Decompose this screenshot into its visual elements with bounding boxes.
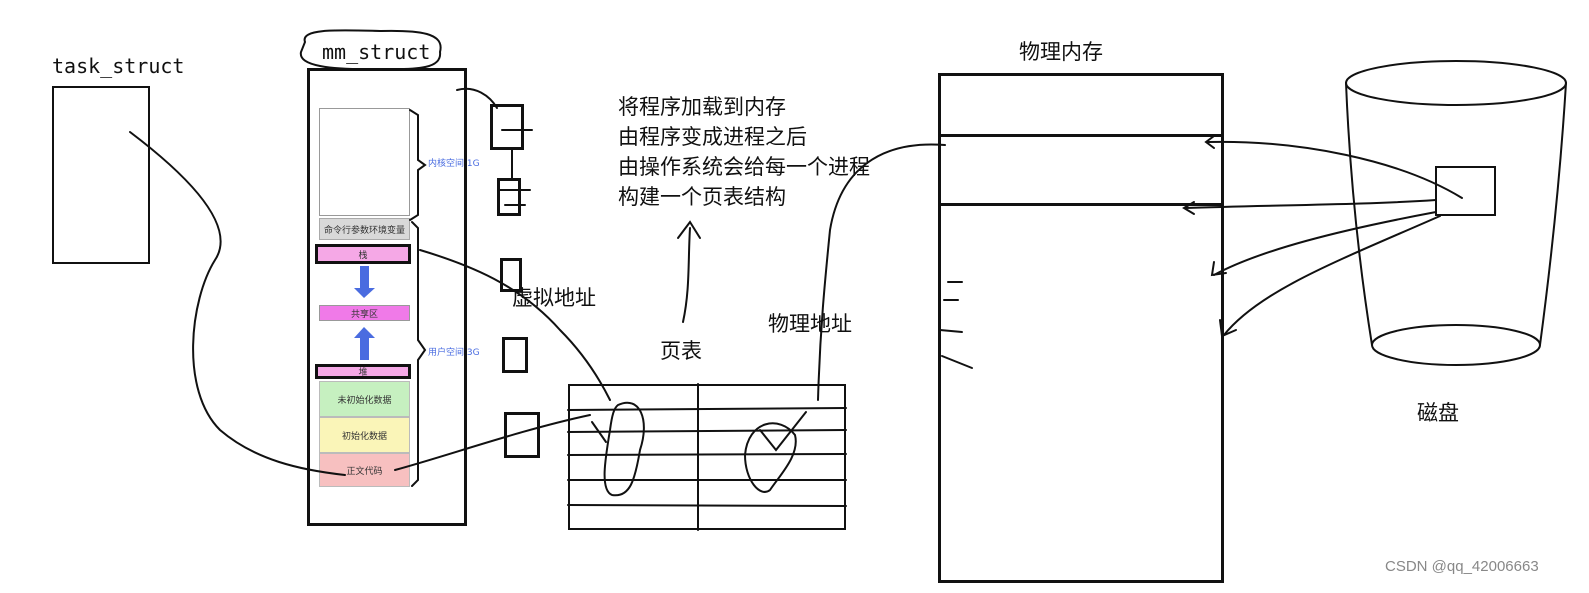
page-table [568,384,846,530]
note-line: 构建一个页表结构 [618,185,786,209]
note-text: 将程序加载到内存 由程序变成进程之后 由操作系统会给每一个进程 构建一个页表结构 [618,92,870,212]
page-box-4 [502,337,528,373]
physical-memory-page [938,134,1224,206]
note-arrow [682,227,691,323]
user-space-label: 用户空间 3G [428,348,480,358]
page-box-2 [497,178,521,216]
kernel-space-label: 内核空间 1G [428,159,480,169]
note-line: 将程序加载到内存 [618,95,786,119]
heap-segment: 堆 [315,364,411,379]
mm-struct-label: mm_struct [322,40,431,64]
page-table-label: 页表 [660,339,702,363]
stack-segment: 栈 [315,244,411,264]
disk-block [1435,166,1496,216]
bss-segment: 未初始化数据 [319,381,410,417]
text-segment: 正文代码 [319,453,410,487]
page-box-1 [490,104,524,150]
task-struct-box [52,86,150,264]
physical-memory-label: 物理内存 [1019,40,1103,64]
kernel-space-segment [319,108,410,216]
note-line: 由操作系统会给每一个进程 [618,155,870,179]
disk-top [1345,60,1567,106]
page-box-5 [504,412,540,458]
disk-bottom [1371,324,1541,366]
task-struct-label: task_struct [52,54,185,78]
shared-segment: 共享区 [319,305,410,321]
note-line: 由程序变成进程之后 [618,125,807,149]
physical-address-label: 物理地址 [768,312,852,336]
disk-body [1345,82,1373,346]
cmdline-env-segment: 命令行参数环境变量 [319,218,410,240]
watermark: CSDN @qq_42006663 [1385,558,1539,575]
virtual-address-label: 虚拟地址 [512,286,596,310]
data-segment: 初始化数据 [319,417,410,453]
disk-label: 磁盘 [1417,401,1459,425]
